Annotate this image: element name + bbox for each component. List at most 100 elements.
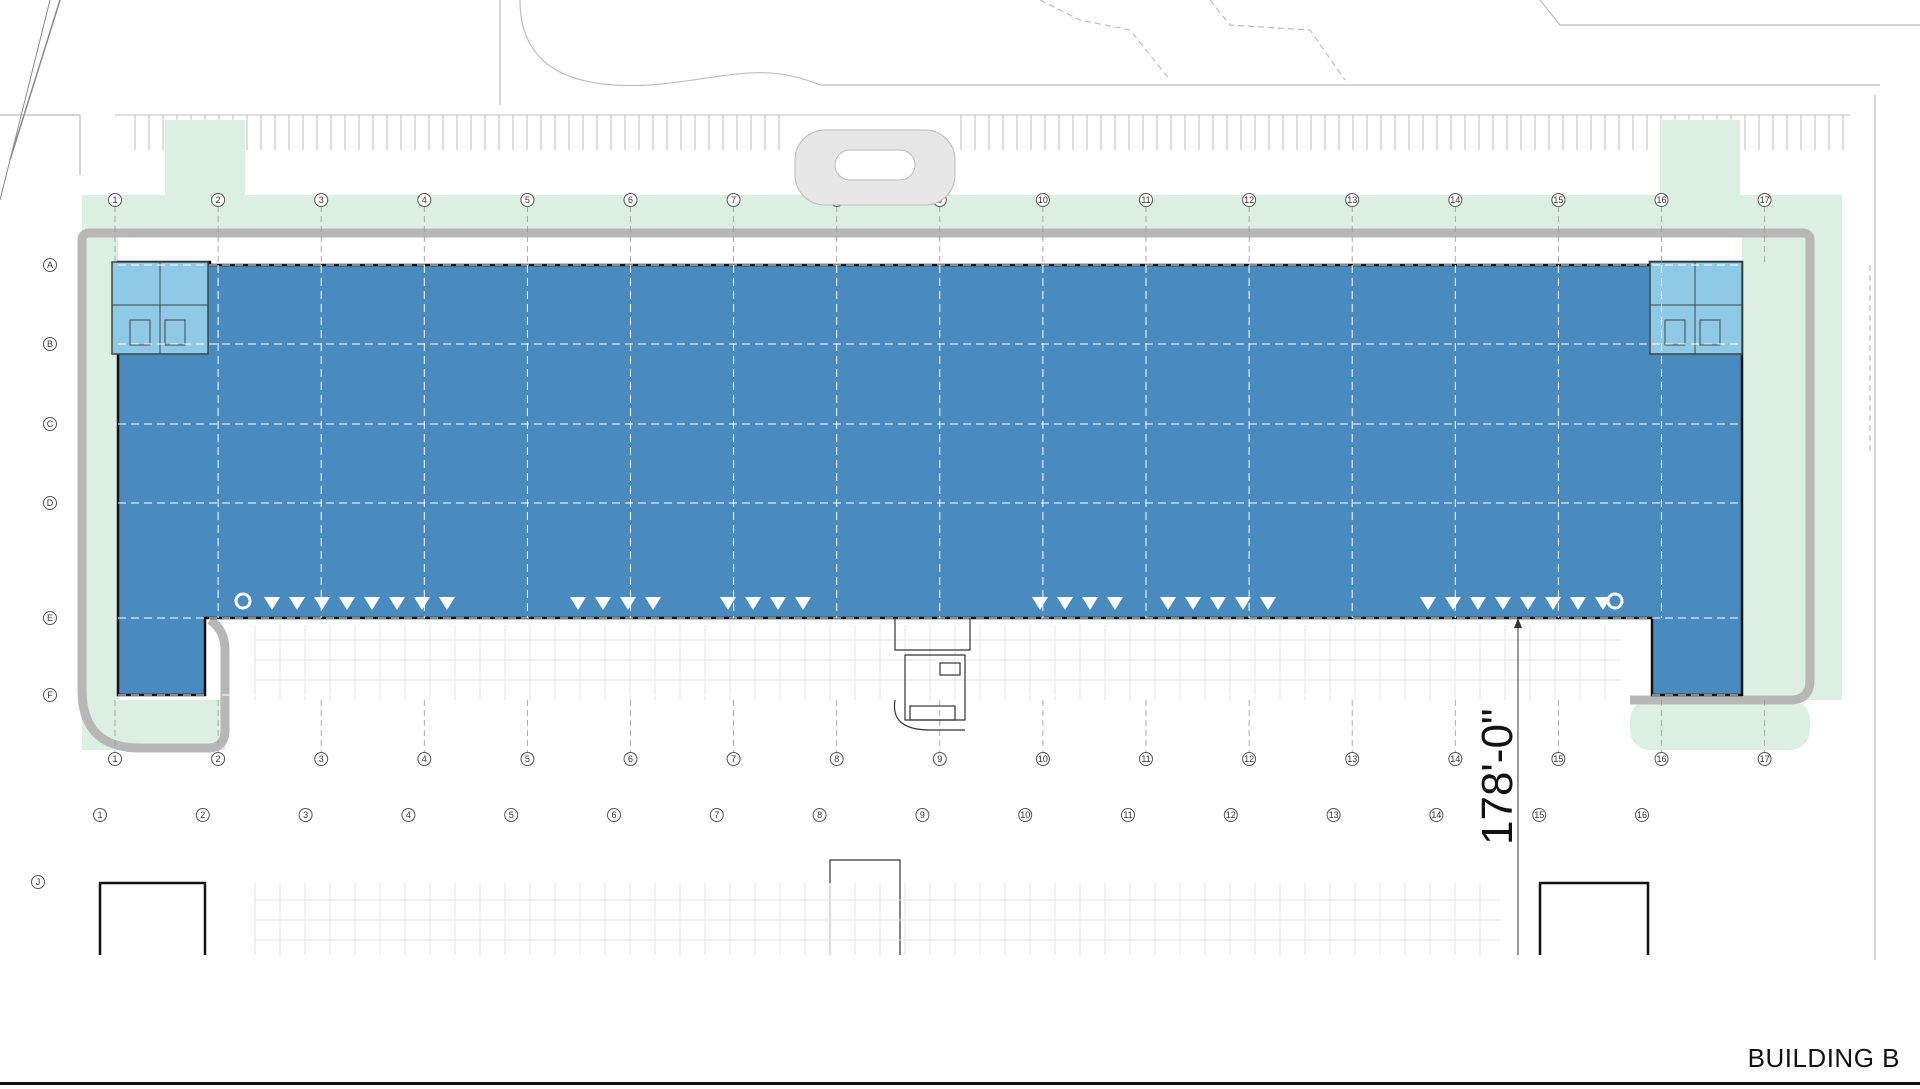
grid-bubble-mid-16: 16: [1654, 752, 1669, 766]
grid-bubble-top-2: 2: [211, 193, 226, 207]
grid-bubble-mid-1: 1: [108, 752, 122, 766]
grid-bubble-mid-14-label: 14: [1450, 754, 1460, 764]
grid-bubble-top-10-label: 10: [1038, 195, 1048, 205]
grid-bubble-top-2-label: 2: [216, 195, 221, 205]
row-bubble-J: J: [31, 875, 45, 889]
dock-door: [1570, 597, 1586, 610]
lower-truck-court: [254, 883, 1500, 955]
curb-outline-top: [77, 228, 1815, 705]
grid-bubble-low-16-label: 16: [1637, 810, 1647, 820]
grid-bubble-mid-13-label: 13: [1347, 754, 1357, 764]
grid-bubble-low-11-label: 11: [1123, 810, 1132, 820]
grid-bubble-low-4: 4: [401, 808, 416, 822]
office-details: [112, 262, 1742, 354]
grid-bubble-low-14: 14: [1429, 808, 1444, 822]
grid-bubble-top-7: 7: [726, 193, 741, 207]
dock-door: [1107, 597, 1123, 610]
grid-bubble-mid-11: 11: [1139, 752, 1153, 766]
dock-door: [645, 597, 661, 610]
dock-door: [1470, 597, 1486, 610]
dock-door: [1185, 597, 1201, 610]
site-context: [0, 0, 1920, 960]
grid-bubble-mid-9: 9: [932, 752, 947, 766]
grid-bubble-low-14-label: 14: [1431, 810, 1441, 820]
grid-bubble-low-5: 5: [504, 808, 519, 822]
row-bubble-E: E: [43, 611, 57, 625]
grid-bubble-top-1-label: 1: [112, 195, 117, 205]
dock-door: [1545, 597, 1561, 610]
trash-enclosure: [893, 618, 971, 731]
grid-bubble-mid-3-label: 3: [319, 754, 324, 764]
grid-bubble-low-8: 8: [812, 808, 827, 822]
grid-bubble-mid-5-label: 5: [525, 754, 530, 764]
office-right: [1649, 261, 1743, 355]
dock-door: [720, 597, 736, 610]
grid-bubble-mid-17-label: 17: [1760, 754, 1770, 764]
dock-door: [414, 597, 430, 610]
grid-bubble-low-7: 7: [709, 808, 724, 822]
grid-bubble-low-3: 3: [298, 808, 313, 822]
dock-door: [1260, 597, 1276, 610]
grid-bubble-mid-8: 8: [829, 752, 844, 766]
dock-door: [795, 597, 811, 610]
grid-bubble-low-5-label: 5: [509, 810, 514, 820]
dock-door: [1445, 597, 1461, 610]
grid-bubble-top-5-label: 5: [525, 195, 530, 205]
lower-building: [98, 859, 1650, 955]
grid-bubble-mid-2-label: 2: [216, 754, 221, 764]
grid-bubble-mid-9-label: 9: [937, 754, 942, 764]
grid-bubble-mid-1-label: 1: [112, 754, 117, 764]
grid-bubble-top-14-label: 14: [1450, 195, 1460, 205]
landscape: [82, 120, 1842, 750]
grid-bubble-mid-6-label: 6: [628, 754, 633, 764]
grid-bubble-mid-15: 15: [1551, 752, 1566, 766]
structural-grid: [118, 264, 1742, 696]
row-bubble-C: C: [43, 417, 57, 431]
grid-bubble-top-3-label: 3: [319, 195, 324, 205]
grid-bubble-top-6: 6: [623, 193, 638, 207]
grid-bubble-top-12: 12: [1242, 193, 1257, 207]
dock-door: [1082, 597, 1098, 610]
grid-bubble-mid-17: 17: [1757, 752, 1772, 766]
grid-bubble-low-11: 11: [1121, 808, 1135, 822]
bottom-rule: [0, 1082, 1920, 1085]
grid-bubble-top-5: 5: [520, 193, 535, 207]
drive-in-door-left: [234, 592, 252, 610]
dock-door: [1057, 597, 1073, 610]
dock-door: [1235, 597, 1251, 610]
grid-bubble-low-10: 10: [1018, 808, 1033, 822]
grid-bubble-low-7-label: 7: [714, 810, 719, 820]
grid-bubble-top-4-label: 4: [422, 195, 427, 205]
grid-bubble-mid-6: 6: [623, 752, 638, 766]
grid-bubble-low-2-label: 2: [200, 810, 205, 820]
dock-door: [264, 597, 280, 610]
grid-bubble-mid-12: 12: [1242, 752, 1257, 766]
grid-bubble-mid-3: 3: [314, 752, 329, 766]
dock-door: [289, 597, 305, 610]
grid-bubble-top-7-label: 7: [731, 195, 736, 205]
grid-bubble-mid-5: 5: [520, 752, 535, 766]
grid-bubble-mid-14: 14: [1448, 752, 1463, 766]
grid-bubble-top-10: 10: [1035, 193, 1050, 207]
grid-bubble-mid-8-label: 8: [834, 754, 839, 764]
grid-bubble-top-13: 13: [1345, 193, 1360, 207]
grid-bubble-low-13: 13: [1326, 808, 1341, 822]
grid-bubble-low-6: 6: [607, 808, 621, 822]
dock-door: [1210, 597, 1226, 610]
grid-bubble-top-3: 3: [314, 193, 329, 207]
grid-bubble-low-12-label: 12: [1226, 810, 1236, 820]
grid-bubble-mid-11-label: 11: [1141, 754, 1150, 764]
grid-bubble-low-6-label: 6: [611, 810, 616, 820]
dock-doors: [264, 597, 1611, 610]
grid-bubble-low-1: 1: [93, 808, 107, 822]
grid-bubble-mid-7: 7: [726, 752, 741, 766]
drive-in-door-right: [1606, 592, 1624, 610]
grid-bubble-mid-10: 10: [1035, 752, 1050, 766]
row-bubble-F: F: [43, 688, 57, 702]
row-bubble-J-label: J: [36, 877, 41, 887]
building-title: BUILDING B: [1747, 1043, 1900, 1073]
row-bubble-A: A: [43, 258, 57, 272]
grid-bubble-top-12-label: 12: [1244, 195, 1254, 205]
dock-door: [745, 597, 761, 610]
